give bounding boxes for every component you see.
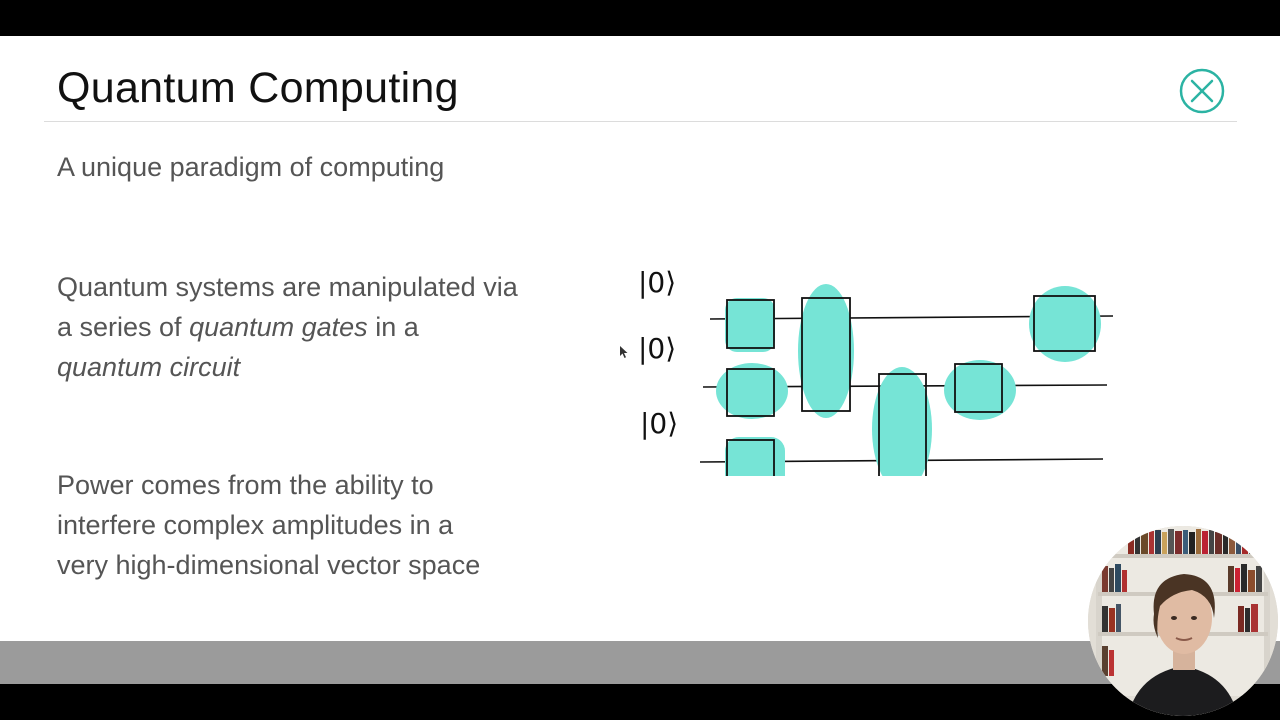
slide-title: Quantum Computing — [57, 64, 459, 112]
gate-q1-b — [1033, 295, 1096, 352]
para1-term-quantum-circuit: quantum circuit — [57, 352, 241, 382]
bottom-strip — [0, 641, 1280, 684]
close-icon — [1179, 68, 1225, 114]
title-divider — [44, 121, 1237, 122]
cursor-icon — [620, 346, 628, 358]
para2-line2: interfere complex amplitudes in a — [57, 510, 454, 540]
books — [1102, 529, 1262, 676]
top-letterbox — [0, 0, 1280, 36]
gate-two-qubit-q2q3 — [878, 373, 927, 476]
gate-q2-a — [726, 368, 775, 417]
bottom-letterbox — [0, 684, 1280, 720]
para2-line1: Power comes from the ability to — [57, 470, 434, 500]
para2-line3: very high-dimensional vector space — [57, 550, 481, 580]
qubit-label-2: |0⟩ — [638, 332, 676, 365]
para1-term-quantum-gates: quantum gates — [189, 312, 368, 342]
quantum-circuit-diagram: |0⟩ |0⟩ |0⟩ — [638, 266, 1114, 476]
para1-line1: Quantum systems are manipulated via — [57, 272, 518, 302]
close-button[interactable] — [1179, 68, 1225, 114]
gate-q1-a — [726, 299, 775, 349]
gates — [726, 295, 1096, 476]
gate-q3-a — [726, 439, 775, 476]
paragraph-quantum-gates: Quantum systems are manipulated via a se… — [57, 267, 617, 387]
gate-highlights — [716, 284, 1101, 476]
presenter-video — [1088, 526, 1278, 716]
para1-line2-prefix: a series of — [57, 312, 190, 342]
qubit-label-1: |0⟩ — [638, 266, 676, 299]
slide-subtitle: A unique paradigm of computing — [57, 152, 445, 182]
webcam-overlay — [1088, 526, 1278, 716]
gate-q2-b — [954, 363, 1003, 413]
para1-line2-suffix: in a — [367, 312, 419, 342]
paragraph-power: Power comes from the ability to interfer… — [57, 465, 617, 585]
slide: Quantum Computing A unique paradigm of c… — [0, 36, 1280, 641]
gate-two-qubit-q1q2 — [801, 297, 851, 412]
qubit-label-3: |0⟩ — [640, 407, 678, 440]
